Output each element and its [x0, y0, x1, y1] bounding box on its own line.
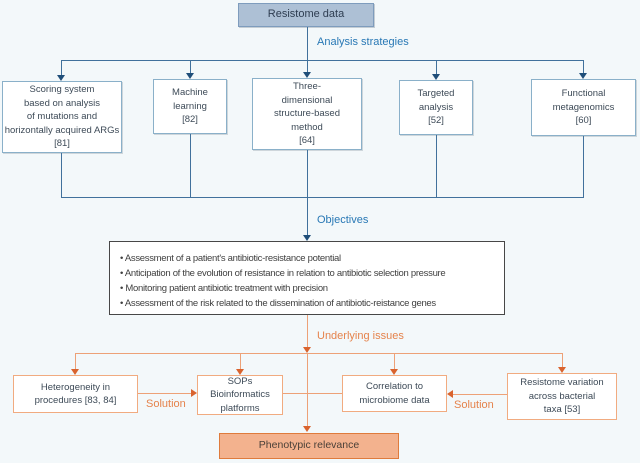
connector-from-functional: [583, 136, 584, 197]
underlying-issues-label: Underlying issues: [317, 330, 404, 342]
connector-sops-correlation: [283, 393, 342, 394]
arrow-down-icon: [236, 369, 244, 375]
phenotypic-relevance-label: Phenotypic relevance: [258, 439, 360, 452]
strategy-box-targeted: Targeted analysis [52]: [399, 80, 473, 135]
issue-label: Resistome variation across bacterial tax…: [520, 377, 604, 416]
arrow-down-icon: [303, 72, 311, 78]
arrow-left-icon: [447, 390, 453, 398]
issue-box-heterogeneity: Heterogeneity in procedures [83, 84]: [13, 375, 138, 413]
connector-to-outcome: [307, 353, 308, 426]
objectives-box: Assessment of a patient's antibiotic-res…: [109, 241, 505, 315]
arrow-down-icon: [432, 74, 440, 80]
arrow-down-icon: [390, 369, 398, 375]
arrow-down-icon: [303, 235, 311, 241]
arrow-down-icon: [186, 73, 194, 79]
phenotypic-relevance-box: Phenotypic relevance: [219, 433, 399, 459]
connector-to-targeted: [436, 60, 437, 74]
arrow-right-icon: [191, 389, 197, 397]
objective-item: Assessment of a patient's antibiotic-res…: [120, 251, 498, 266]
solution-label-right: Solution: [454, 399, 494, 411]
objectives-label: Objectives: [317, 214, 369, 226]
connector-from-targeted: [436, 135, 437, 197]
strategy-label: Machine learning [82]: [172, 87, 208, 126]
connector-to-heterogeneity: [75, 353, 76, 369]
connector-to-scoring: [61, 60, 62, 75]
strategy-box-functional-metagenomics: Functional metagenomics [60]: [531, 79, 636, 136]
connector-to-functional: [583, 60, 584, 73]
connector-issues-branch: [75, 353, 562, 354]
arrow-down-icon: [579, 73, 587, 79]
strategy-box-scoring: Scoring system based on analysis of muta…: [2, 81, 122, 153]
connector-solution-right: [453, 394, 507, 395]
issue-box-resistome-variation: Resistome variation across bacterial tax…: [507, 373, 617, 420]
issue-label: Heterogeneity in procedures [83, 84]: [34, 381, 117, 407]
arrow-down-icon: [303, 347, 311, 353]
connector-from-scoring: [61, 153, 62, 197]
arrow-down-icon: [57, 75, 65, 81]
objective-item: Monitoring patient antibiotic treatment …: [120, 281, 498, 296]
connector-to-sops: [240, 353, 241, 369]
connector-to-resistome-variation: [562, 353, 563, 367]
objective-item: Assessment of the risk related to the di…: [120, 296, 498, 311]
connector-to-objectives: [307, 197, 308, 235]
connector-to-correlation: [394, 353, 395, 369]
connector-to-issues: [307, 315, 308, 347]
connector-branch-top: [61, 60, 584, 61]
resistome-data-box: Resistome data: [238, 3, 374, 27]
arrow-down-icon: [558, 367, 566, 373]
issue-label: SOPs Bioinformatics platforms: [210, 375, 270, 414]
issue-box-sops: SOPs Bioinformatics platforms: [197, 375, 283, 415]
objectives-list: Assessment of a patient's antibiotic-res…: [110, 242, 504, 311]
arrow-down-icon: [71, 369, 79, 375]
strategy-box-3d-method: Three- dimensional structure-based metho…: [252, 78, 362, 150]
strategy-label: Functional metagenomics [60]: [552, 88, 615, 127]
connector-from-machine-learning: [190, 134, 191, 197]
connector-to-3d-method: [307, 60, 308, 72]
strategy-box-machine-learning: Machine learning [82]: [153, 79, 227, 134]
connector-solution-left: [138, 393, 191, 394]
strategy-label: Scoring system based on analysis of muta…: [4, 84, 120, 150]
solution-label-left: Solution: [146, 398, 186, 410]
strategy-label: Targeted analysis [52]: [417, 88, 455, 127]
connector-to-machine-learning: [190, 60, 191, 73]
connector-from-3d-method: [307, 150, 308, 197]
arrow-down-icon: [303, 426, 311, 432]
issue-label: Correlation to microbiome data: [359, 381, 430, 406]
connector-root-stem: [307, 27, 308, 60]
analysis-strategies-label: Analysis strategies: [317, 36, 409, 48]
connector-converge-bottom: [61, 197, 584, 198]
resistome-data-label: Resistome data: [267, 8, 345, 21]
strategy-label: Three- dimensional structure-based metho…: [273, 81, 340, 147]
issue-box-correlation: Correlation to microbiome data: [342, 375, 447, 412]
objective-item: Anticipation of the evolution of resista…: [120, 266, 498, 281]
